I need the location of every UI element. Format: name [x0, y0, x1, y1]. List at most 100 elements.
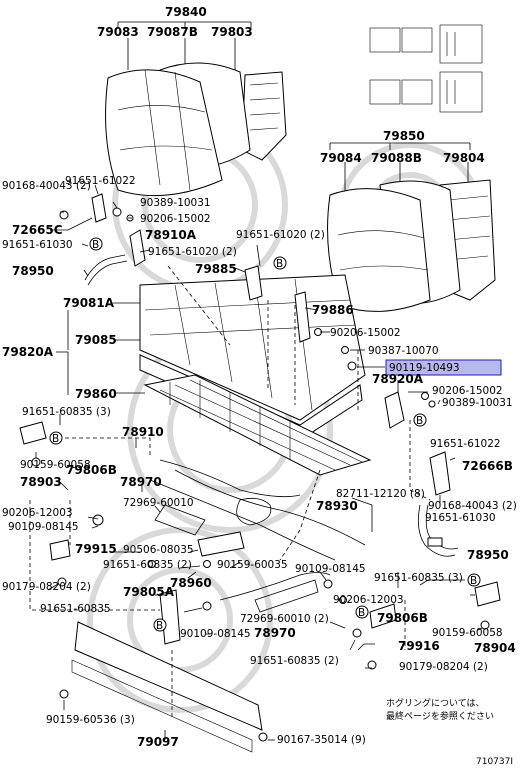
label-91651-61020-2a[interactable]: 91651-61020 (2) — [148, 246, 237, 258]
label-91651-60835-2b[interactable]: 91651-60835 (2) — [250, 655, 339, 667]
marker-b-4: B — [413, 413, 427, 427]
label-79916[interactable]: 79916 — [398, 639, 440, 653]
marker-b-1: B — [89, 237, 103, 251]
label-79806b-r[interactable]: 79806B — [377, 611, 428, 625]
label-90506-08035[interactable]: 90506-08035 — [123, 544, 194, 556]
label-79088b[interactable]: 79088B — [371, 151, 422, 165]
part-labels[interactable]: 79840 79083 79087B 79803 79850 79084 790… — [2, 5, 517, 749]
label-90179-08204-2b[interactable]: 90179-08204 (2) — [399, 661, 488, 673]
brackets — [19, 193, 501, 645]
highlight-box — [385, 359, 502, 376]
rear-panel — [71, 621, 263, 753]
label-91651-61020-2b[interactable]: 91651-61020 (2) — [236, 229, 325, 241]
frame-detail-upper — [369, 24, 483, 113]
label-79081a[interactable]: 79081A — [63, 296, 115, 310]
callout-markers: B B B B B B B — [49, 237, 481, 632]
marker-b-3: B — [49, 431, 63, 445]
label-90389-10031-r[interactable]: 90389-10031 — [442, 397, 513, 409]
label-72666b[interactable]: 72666B — [462, 459, 513, 473]
label-78970-d[interactable]: 78970 — [254, 626, 296, 640]
label-78903[interactable]: 78903 — [20, 475, 62, 489]
label-78960[interactable]: 78960 — [170, 576, 212, 590]
label-79860[interactable]: 79860 — [75, 387, 117, 401]
svg-text:B: B — [358, 607, 365, 619]
right-rod — [417, 504, 459, 557]
label-90387-10070[interactable]: 90387-10070 — [368, 345, 439, 357]
label-90167-35014[interactable]: 90167-35014 (9) — [277, 734, 366, 746]
label-91651-60835-3b[interactable]: 91651-60835 (3) — [374, 572, 463, 584]
highlighted-part-90119-10493[interactable]: 90119-10493 — [385, 359, 502, 376]
label-91651-60835-l[interactable]: 91651-60835 — [40, 603, 111, 615]
label-79097[interactable]: 79097 — [137, 735, 179, 749]
label-91651-61022-top[interactable]: 91651-61022 — [65, 175, 136, 187]
cables — [149, 459, 366, 613]
marker-b-5: B — [467, 573, 481, 587]
diagram-code: 710737I — [476, 757, 513, 767]
label-79087b[interactable]: 79087B — [147, 25, 198, 39]
label-90109-08145-d[interactable]: 90109-08145 — [180, 628, 251, 640]
label-72969-60010-u[interactable]: 72969-60010 — [123, 497, 194, 509]
label-91651-60835-2a[interactable]: 91651-60835 (2) — [103, 559, 192, 571]
label-79840[interactable]: 79840 — [165, 5, 207, 19]
label-90168-40043-r[interactable]: 90168-40043 (2) — [428, 500, 517, 512]
guide-lines — [29, 265, 431, 720]
svg-text:B: B — [156, 620, 163, 632]
label-90206-15002-r[interactable]: 90206-15002 — [432, 385, 503, 397]
label-90159-60058-r[interactable]: 90159-60058 — [432, 627, 503, 639]
label-72969-60010-d[interactable]: 72969-60010 (2) — [240, 613, 329, 625]
svg-text:B: B — [416, 415, 423, 427]
label-90119-10493[interactable]: 90119-10493 — [389, 362, 460, 374]
label-79804[interactable]: 79804 — [443, 151, 485, 165]
label-78920a[interactable]: 78920A — [372, 372, 424, 386]
left-rod — [84, 254, 128, 286]
label-91651-61022-r[interactable]: 91651-61022 — [430, 438, 501, 450]
label-79915[interactable]: 79915 — [75, 542, 117, 556]
label-79850[interactable]: 79850 — [383, 129, 425, 143]
seat-back-lower — [327, 142, 496, 312]
label-78950-r[interactable]: 78950 — [467, 548, 509, 562]
seat-back-upper — [105, 21, 287, 197]
label-90206-15002-m[interactable]: 90206-15002 — [330, 327, 401, 339]
label-78930[interactable]: 78930 — [316, 499, 358, 513]
marker-b-2: B — [273, 256, 287, 270]
label-90109-08145-m[interactable]: 90109-08145 — [295, 563, 366, 575]
label-79806b-l[interactable]: 79806B — [66, 463, 117, 477]
label-72665c[interactable]: 72665C — [12, 223, 63, 237]
bolts — [31, 207, 490, 742]
label-79803[interactable]: 79803 — [211, 25, 253, 39]
svg-text:B: B — [92, 239, 99, 251]
label-90168-40043-l[interactable]: 90168-40043 (2) — [2, 180, 91, 192]
label-90206-12003-l[interactable]: 90206-12003 — [2, 507, 73, 519]
label-90179-08204-2a[interactable]: 90179-08204 (2) — [2, 581, 91, 593]
label-78910[interactable]: 78910 — [122, 425, 164, 439]
marker-b-6: B — [355, 605, 369, 619]
label-90389-10031-l[interactable]: 90389-10031 — [140, 197, 211, 209]
svg-text:B: B — [276, 258, 283, 270]
leader-lines — [35, 184, 483, 741]
note-line-2: 最終ページを参照ください — [386, 710, 494, 722]
label-79084[interactable]: 79084 — [320, 151, 362, 165]
label-90206-15002-l[interactable]: 90206-15002 — [140, 213, 211, 225]
label-78904[interactable]: 78904 — [474, 641, 516, 655]
label-90159-60536[interactable]: 90159-60536 (3) — [46, 714, 135, 726]
label-79805a[interactable]: 79805A — [123, 585, 175, 599]
label-79085[interactable]: 79085 — [75, 333, 117, 347]
label-82711-12120[interactable]: 82711-12120 (8) — [336, 488, 425, 500]
label-79820a[interactable]: 79820A — [2, 345, 54, 359]
label-78910a[interactable]: 78910A — [145, 228, 197, 242]
label-78950-l[interactable]: 78950 — [12, 264, 54, 278]
label-90109-08145-l[interactable]: 90109-08145 — [8, 521, 79, 533]
label-79083[interactable]: 79083 — [97, 25, 139, 39]
label-78970-u[interactable]: 78970 — [120, 475, 162, 489]
label-91651-61030-r[interactable]: 91651-61030 — [425, 512, 496, 524]
label-79886[interactable]: 79886 — [312, 303, 354, 317]
marker-b-7: B — [153, 618, 167, 632]
label-79885[interactable]: 79885 — [195, 262, 237, 276]
label-91651-60835-3a[interactable]: 91651-60835 (3) — [22, 406, 111, 418]
label-90159-60058-l[interactable]: 90159-60058 — [20, 459, 91, 471]
label-91651-61030-l[interactable]: 91651-61030 — [2, 239, 73, 251]
label-90159-60035[interactable]: 90159-60035 — [217, 559, 288, 571]
label-90206-12003-r[interactable]: 90206-12003 — [333, 594, 404, 606]
seat-cushion — [139, 274, 366, 441]
